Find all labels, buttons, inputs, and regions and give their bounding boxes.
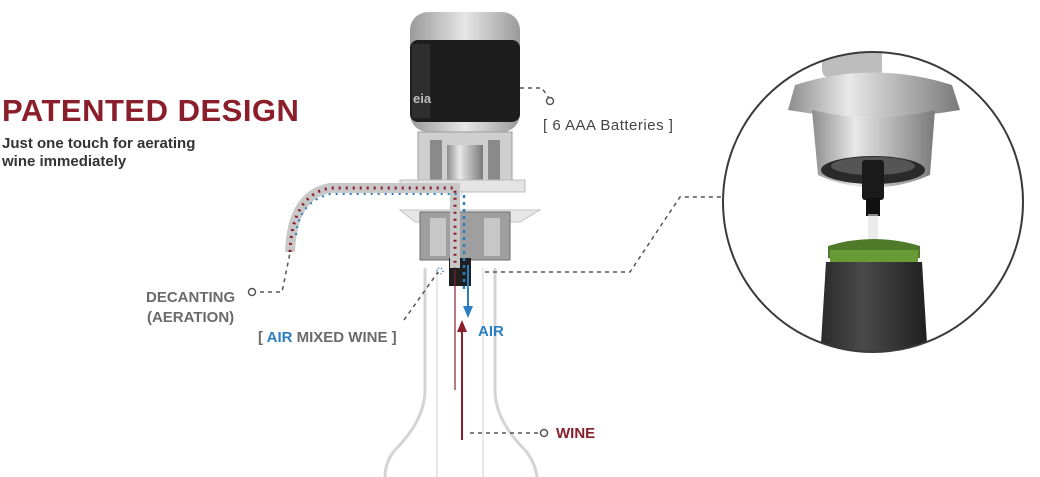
- bottle-outline: [383, 268, 539, 477]
- flow-paths: [285, 183, 473, 440]
- mixed-rest: MIXED WINE ]: [292, 329, 397, 346]
- wine-label: WINE: [556, 425, 596, 442]
- air-intake-line: [295, 193, 462, 236]
- detail-zoom-circle: [722, 51, 1024, 353]
- decanting-label-line-2: (AERATION): [146, 309, 235, 326]
- wine-arrowhead: [457, 320, 467, 332]
- device-body: [398, 131, 542, 286]
- page-title: PATENTED DESIGN: [2, 93, 300, 128]
- page-subtitle: Just one touch for aerating wine immedia…: [2, 135, 195, 171]
- air-label: AIR: [478, 323, 504, 340]
- air-mixed-wine-label: [ AIR MIXED WINE ]: [258, 329, 397, 346]
- decanting-label: DECANTING (AERATION): [146, 288, 235, 328]
- mixed-air-word: AIR: [266, 329, 293, 346]
- decanting-label-line-1: DECANTING: [146, 289, 236, 306]
- mixed-open-bracket: [: [258, 329, 267, 346]
- device-top: eia: [410, 12, 520, 132]
- air-arrowhead: [463, 306, 473, 318]
- subtitle-line-2: wine immediately: [2, 153, 127, 170]
- wine-flow-line: [288, 186, 457, 268]
- batteries-label: [ 6 AAA Batteries ]: [543, 117, 674, 134]
- brand-mark: eia: [413, 91, 432, 106]
- subtitle-line-1: Just one touch for aerating: [2, 135, 196, 152]
